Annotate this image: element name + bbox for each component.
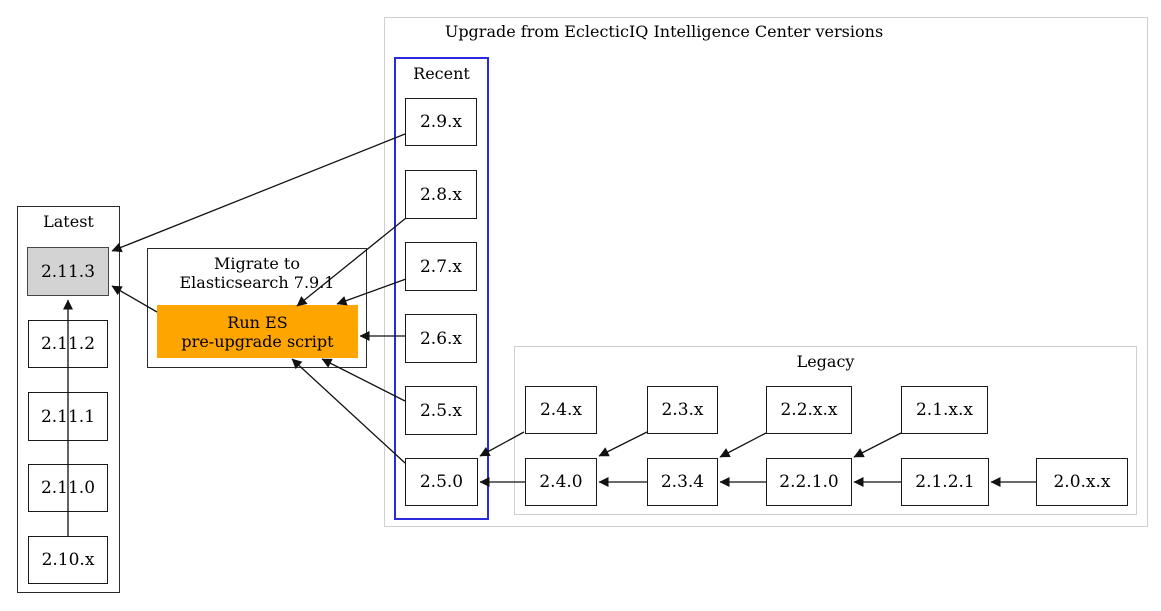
node-run-es-line2: pre-upgrade script [181, 331, 334, 351]
cluster-migrate-label: Migrate to Elasticsearch 7.9.1 [148, 254, 366, 292]
node-2-4-x: 2.4.x [525, 386, 597, 434]
node-2-11-3: 2.11.3 [27, 247, 109, 296]
diagram-title: Upgrade from EclecticIQ Intelligence Cen… [444, 22, 884, 41]
node-2-3-x: 2.3.x [647, 386, 718, 434]
node-2-11-0: 2.11.0 [28, 464, 108, 512]
node-2-4-0: 2.4.0 [525, 458, 597, 506]
node-2-7-x: 2.7.x [405, 242, 477, 291]
node-2-11-1: 2.11.1 [28, 392, 108, 441]
cluster-migrate-label-line2: Elasticsearch 7.9.1 [179, 273, 335, 292]
node-run-es-pre-upgrade-script: Run ES pre-upgrade script [157, 305, 358, 358]
node-2-11-2: 2.11.2 [28, 320, 108, 368]
cluster-recent-label: Recent [413, 64, 470, 83]
node-2-0-x-x: 2.0.x.x [1036, 458, 1128, 506]
node-2-5-x: 2.5.x [405, 386, 477, 435]
node-2-8-x: 2.8.x [405, 170, 477, 219]
node-2-3-4: 2.3.4 [647, 458, 718, 506]
cluster-latest-label: Latest [43, 212, 94, 231]
node-2-1-2-1: 2.1.2.1 [901, 458, 989, 506]
node-2-6-x: 2.6.x [405, 314, 477, 363]
node-2-10-x: 2.10.x [28, 536, 108, 584]
cluster-migrate-label-line1: Migrate to [214, 254, 300, 273]
edge-2-9-x-to-2-11-3 [111, 133, 406, 253]
cluster-legacy-label: Legacy [796, 352, 855, 371]
node-2-2-x-x: 2.2.x.x [766, 386, 852, 434]
node-2-1-x-x: 2.1.x.x [901, 386, 988, 434]
cluster-latest: Latest [17, 206, 120, 593]
cluster-legacy: Legacy [514, 346, 1137, 515]
node-2-9-x: 2.9.x [405, 98, 477, 146]
node-2-2-1-0: 2.2.1.0 [766, 458, 852, 506]
node-2-5-0: 2.5.0 [405, 458, 478, 506]
node-run-es-line1: Run ES [227, 312, 288, 332]
